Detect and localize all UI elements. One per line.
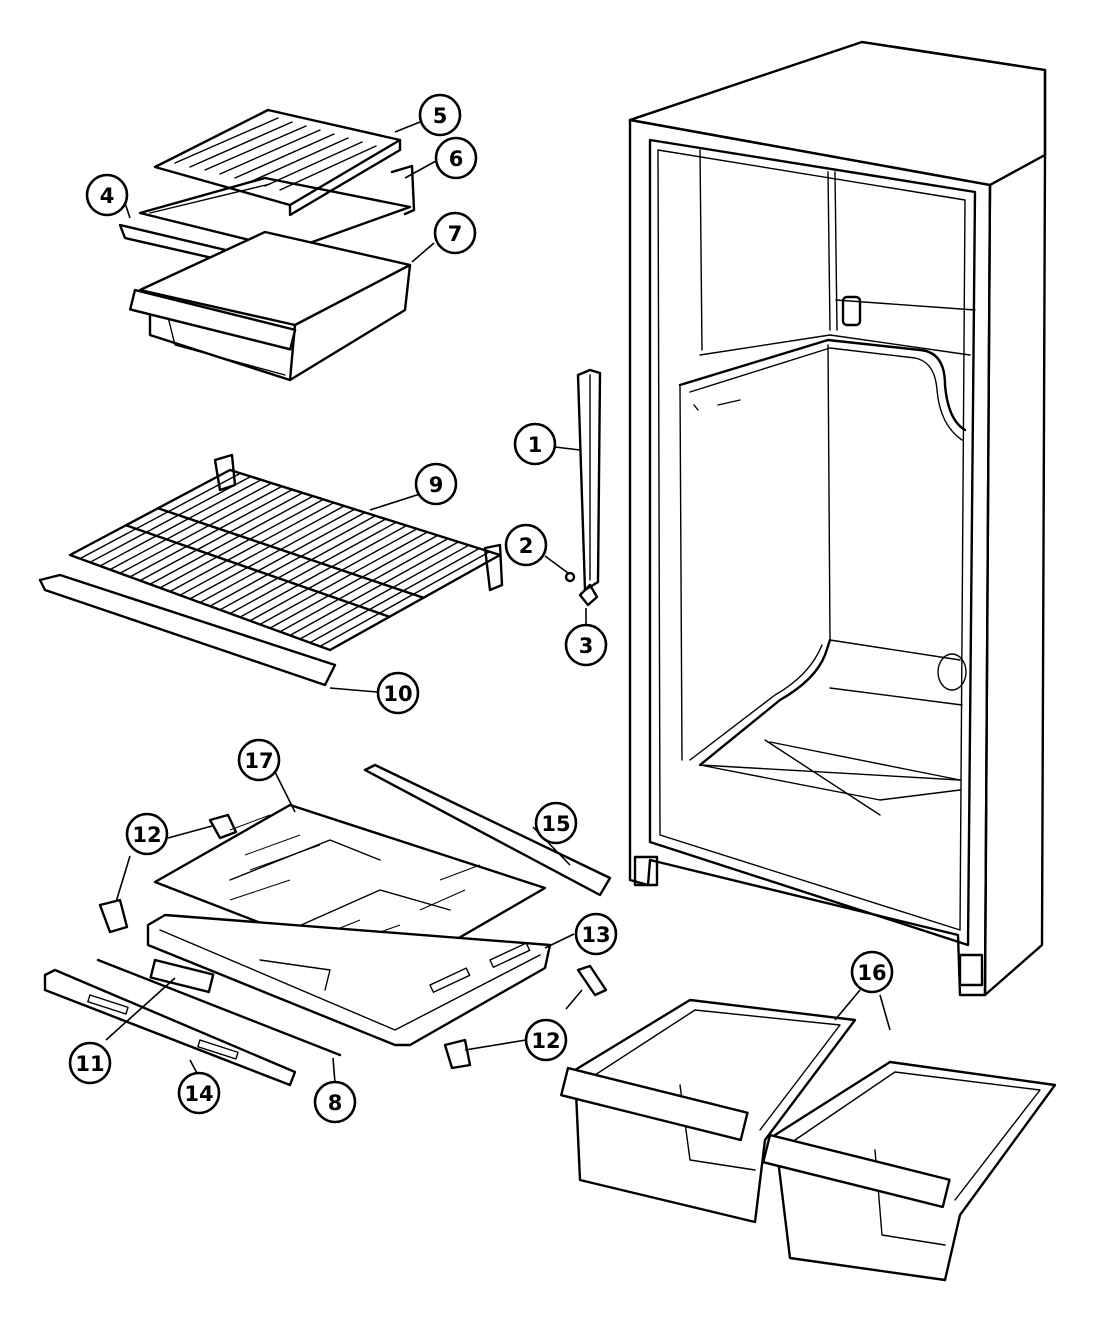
- meat-keeper-assembly: [118, 108, 416, 382]
- svg-text:12: 12: [132, 823, 161, 847]
- callout-3: 3: [564, 623, 608, 667]
- svg-text:2: 2: [519, 534, 534, 558]
- callout-16: 16: [850, 950, 894, 994]
- crisper-drawers: [560, 998, 1057, 1282]
- refrigerator-cabinet: [628, 40, 1047, 997]
- svg-text:7: 7: [448, 222, 463, 246]
- callout-9: 9: [414, 462, 458, 506]
- svg-text:5: 5: [433, 104, 448, 128]
- callout-7: 7: [433, 211, 477, 255]
- callout-15: 15: [534, 801, 578, 845]
- callout-4: 4: [85, 173, 129, 217]
- callout-13: 13: [574, 912, 618, 956]
- svg-text:17: 17: [244, 749, 273, 773]
- callout-12-top: 12: [125, 812, 169, 856]
- callout-17: 17: [237, 738, 281, 782]
- svg-text:14: 14: [184, 1082, 213, 1106]
- svg-text:11: 11: [75, 1052, 104, 1076]
- callout-6: 6: [434, 136, 478, 180]
- callout-2: 2: [504, 523, 548, 567]
- callout-labels: 5 6 4 7 1 9 2 3 10 17 12 15 13 16 12 11 …: [68, 93, 894, 1124]
- svg-text:9: 9: [429, 473, 444, 497]
- callout-1: 1: [513, 422, 557, 466]
- shelf-support: [564, 368, 602, 607]
- svg-text:13: 13: [581, 923, 610, 947]
- svg-text:3: 3: [579, 634, 594, 658]
- svg-text:12: 12: [531, 1029, 560, 1053]
- wire-shelf: [38, 453, 504, 687]
- svg-text:8: 8: [328, 1091, 343, 1115]
- svg-text:4: 4: [100, 184, 115, 208]
- svg-text:15: 15: [541, 812, 570, 836]
- callout-12-bottom: 12: [524, 1018, 568, 1062]
- callout-8: 8: [313, 1080, 357, 1124]
- crisper-cover-assembly: [43, 763, 612, 1087]
- leader-lines: [105, 121, 891, 1084]
- svg-text:16: 16: [857, 961, 886, 985]
- svg-text:1: 1: [528, 433, 543, 457]
- callout-5: 5: [418, 93, 462, 137]
- callout-11: 11: [68, 1041, 112, 1085]
- svg-text:10: 10: [383, 682, 412, 706]
- callout-14: 14: [177, 1071, 221, 1115]
- callout-10: 10: [376, 671, 420, 715]
- svg-text:6: 6: [449, 147, 464, 171]
